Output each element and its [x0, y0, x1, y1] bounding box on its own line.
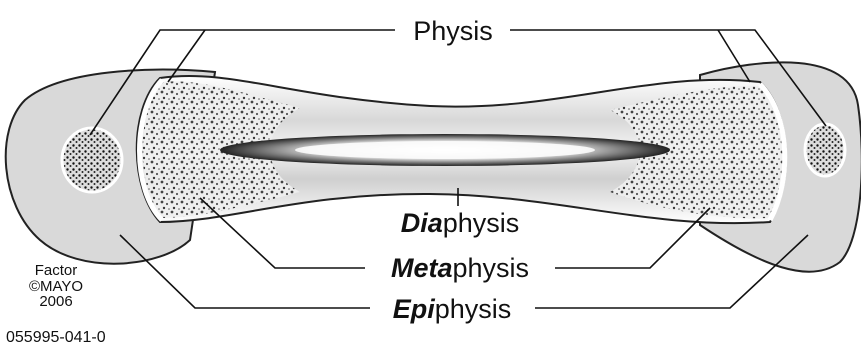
metaphysis-label: Metaphysis	[391, 253, 529, 283]
epiphysis-label-prefix: Epi	[393, 294, 436, 324]
diaphysis-label-suffix: physis	[443, 208, 520, 238]
credit-line-1: Factor	[35, 262, 78, 279]
right-ossification-center	[805, 124, 845, 176]
diaphysis-label-prefix: Dia	[401, 208, 443, 238]
epiphysis-label-suffix: physis	[435, 294, 512, 324]
diaphysis-label: Diaphysis	[401, 208, 520, 238]
left-ossification-center	[62, 128, 122, 192]
credit-line-3: 2006	[39, 293, 72, 310]
metaphysis-label-prefix: Meta	[391, 253, 453, 283]
metaphysis-label-suffix: physis	[452, 253, 529, 283]
epiphysis-label: Epiphysis	[393, 294, 512, 324]
physis-label: Physis	[413, 16, 493, 46]
figure-code: 055995-041-0	[6, 329, 106, 346]
